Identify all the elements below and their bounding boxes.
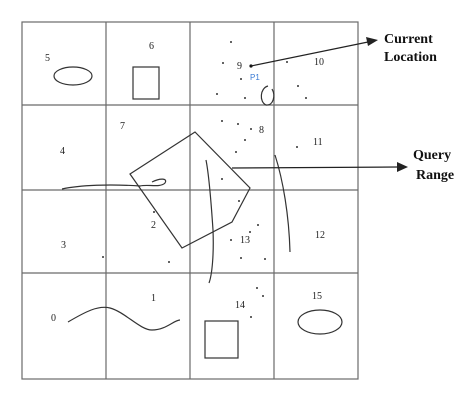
point [250, 128, 252, 130]
query-range-region [129, 131, 251, 249]
point [221, 120, 223, 122]
point [235, 151, 237, 153]
current-location-label-line2: Location [384, 50, 437, 65]
cell-label-6: 6 [149, 41, 154, 52]
point [238, 200, 240, 202]
cell-label-0: 0 [51, 313, 56, 324]
cell-labels: 5 6 9 10 4 7 8 11 3 2 13 12 0 1 14 15 [45, 41, 325, 324]
current-location-arrowhead [366, 37, 378, 46]
point [153, 211, 155, 213]
query-range-label-line1: Query [413, 148, 451, 163]
point [240, 78, 242, 80]
point [305, 97, 307, 99]
point [244, 97, 246, 99]
point [244, 139, 246, 141]
query-range-arrowhead [397, 162, 408, 172]
point [250, 316, 252, 318]
point [221, 178, 223, 180]
point [168, 261, 170, 263]
ellipse-object-cell-15 [297, 309, 343, 335]
point [262, 295, 264, 297]
query-range-polygon [129, 131, 251, 249]
cell-label-12: 12 [315, 230, 325, 241]
cell-label-9: 9 [237, 61, 242, 72]
callout-arrows [231, 37, 408, 172]
points [102, 41, 307, 318]
grid [21, 21, 359, 380]
curve-object-cells-0-1 [67, 306, 181, 331]
point [230, 239, 232, 241]
curve-object-cells-4-7 [61, 178, 167, 190]
point [264, 258, 266, 260]
rect-object-cell-6 [132, 66, 160, 100]
cell-label-4: 4 [60, 146, 65, 157]
cell-label-8: 8 [259, 125, 264, 136]
cell-label-7: 7 [120, 121, 125, 132]
cell-label-1: 1 [151, 293, 156, 304]
query-range-label-line2: Range [416, 168, 454, 183]
point [297, 85, 299, 87]
cell-label-2: 2 [151, 220, 156, 231]
point [216, 93, 218, 95]
point [240, 257, 242, 259]
curve-object-cells-8-12 [274, 154, 291, 253]
current-location-label-line1: Current [384, 32, 433, 47]
point-p1-label: P1 [250, 73, 260, 82]
cell-label-10: 10 [314, 57, 324, 68]
cell-label-11: 11 [313, 137, 323, 148]
point [102, 256, 104, 258]
curve-object-cells-8-13 [205, 159, 214, 284]
cell-label-5: 5 [45, 53, 50, 64]
query-range-arrow-line [231, 166, 399, 169]
rect-object-cell-14 [204, 320, 239, 359]
point [222, 62, 224, 64]
point [296, 146, 298, 148]
point [286, 61, 288, 63]
cell-label-14: 14 [235, 300, 245, 311]
cell-label-3: 3 [61, 240, 66, 251]
loop-object-cell-9 [260, 85, 275, 106]
point [230, 41, 232, 43]
point [237, 123, 239, 125]
point [256, 287, 258, 289]
cell-label-15: 15 [312, 291, 322, 302]
ellipse-object-cell-5 [53, 66, 93, 86]
point [257, 224, 259, 226]
point [249, 231, 251, 233]
cell-label-13: 13 [240, 235, 250, 246]
current-location-arrow-line [250, 41, 369, 67]
objects [53, 66, 343, 359]
